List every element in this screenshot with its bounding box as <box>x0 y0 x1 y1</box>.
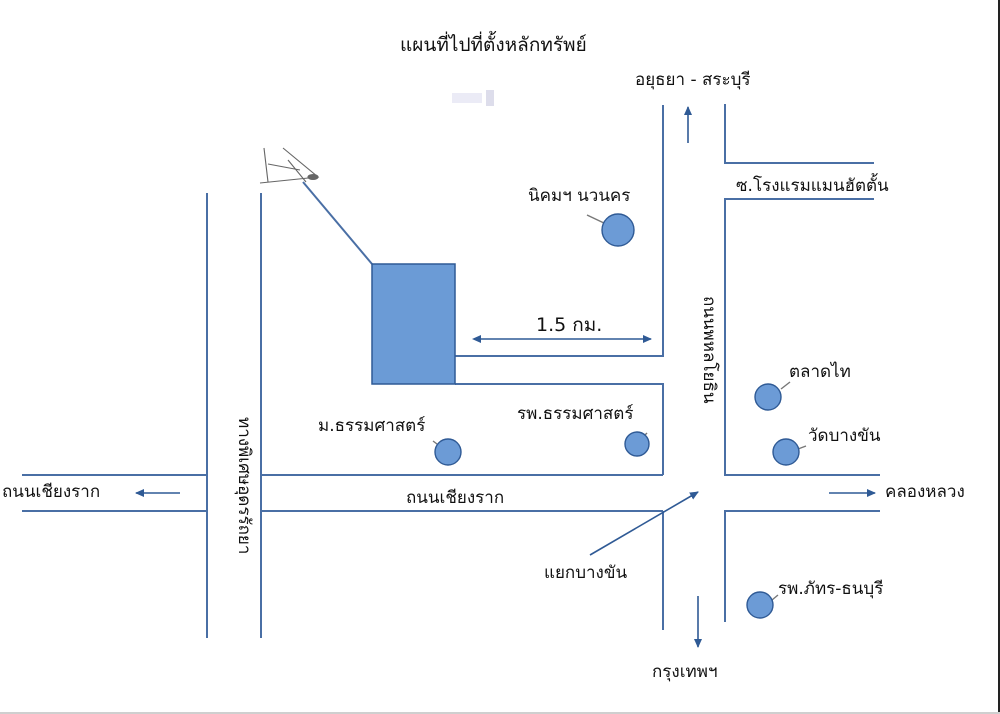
label-chiang-rak-left: ถนนเชียงราก <box>2 482 101 502</box>
label-phatara-thonburi: รพ.ภัทร-ธนบุรี <box>778 579 884 599</box>
label-khlong-luang: คลองหลวง <box>885 482 965 502</box>
label-ayutthaya-saraburi: อยุธยา - สระบุรี <box>635 70 751 90</box>
label-bangkok: กรุงเทพฯ <box>652 662 718 682</box>
label-bangkhan-junction: แยกบางขัน <box>544 563 628 583</box>
property-block <box>371 263 456 385</box>
wat-bang-khan-marker <box>772 438 800 466</box>
arrow-bangkhan-junction <box>589 491 699 556</box>
phatara-leader <box>771 594 779 601</box>
label-soi-manhattan: ซ.โรงแรมแมนฮัตตั้น <box>736 176 889 196</box>
title-mark <box>452 90 494 106</box>
phahonyothin-east-bottom <box>724 510 880 622</box>
navanakorn-marker <box>601 213 635 247</box>
phahonyothin-east-mid <box>724 198 880 476</box>
label-thammasat-hosp: รพ.ธรรมศาสตร์ <box>517 404 634 424</box>
map-title: แผนที่ไปที่ตั้งหลักทรัพย์ <box>400 34 587 56</box>
navanakorn-leader <box>586 214 607 225</box>
label-distance: 1.5 กม. <box>536 314 603 336</box>
thammasat-hosp-marker <box>624 431 650 457</box>
phahonyothin-west-lower-connector <box>455 383 664 475</box>
phatara-thonburi-marker <box>746 591 774 619</box>
label-thammasat-univ: ม.ธรรมศาสตร์ <box>318 416 426 436</box>
thammasat-univ-marker <box>434 438 462 466</box>
label-navanakorn: นิคมฯ นวนคร <box>528 186 631 206</box>
label-expressway: ทางพิเศษอุดรรัถยา <box>234 417 254 555</box>
phahonyothin-west-upper <box>455 105 664 357</box>
talad-thai-leader <box>780 381 791 390</box>
road-lines <box>22 104 880 638</box>
north-symbol-icon <box>259 147 320 184</box>
phahonyothin-east-top <box>724 104 874 164</box>
frame-bottom-border <box>0 712 1000 714</box>
property-pointer-line <box>302 181 373 265</box>
label-talad-thai: ตลาดไท <box>789 362 851 382</box>
talad-thai-marker <box>754 383 782 411</box>
label-wat-bang-khan: วัดบางขัน <box>808 426 881 446</box>
label-chiang-rak: ถนนเชียงราก <box>406 488 505 508</box>
label-phahonyothin: ถนนพหลโยธิน <box>699 296 719 404</box>
wat-bang-khan-leader <box>797 445 807 450</box>
frame-right-border <box>998 0 1000 714</box>
